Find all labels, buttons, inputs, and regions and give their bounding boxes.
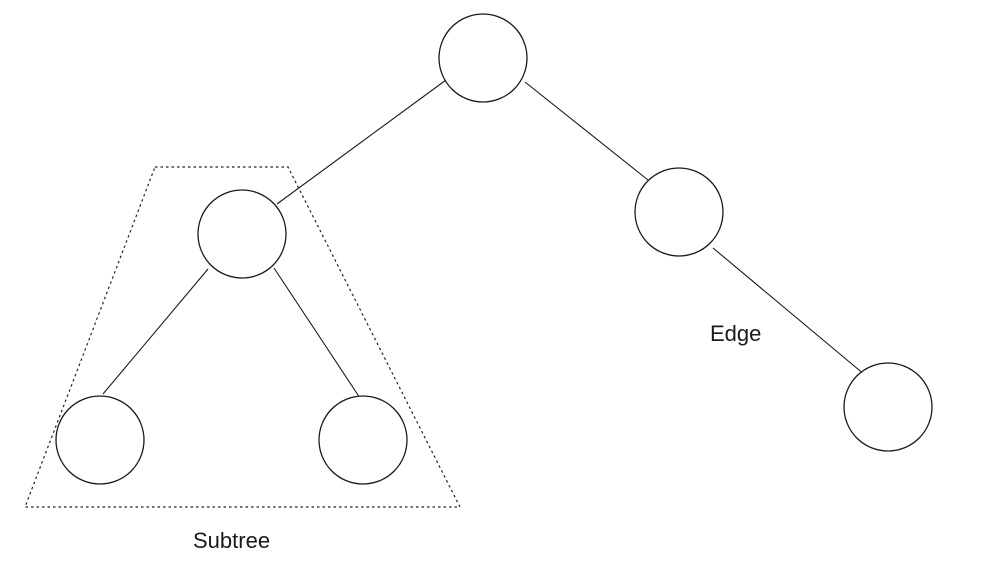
edge-label: Edge (710, 321, 761, 346)
edge-root-to-right-child (524, 81, 649, 181)
root-node (438, 13, 528, 103)
edge-left-child-to-left-leaf (102, 268, 209, 395)
subtree-label: Subtree (193, 528, 270, 553)
middle-leaf-node (318, 395, 408, 485)
left-child-node (197, 189, 287, 279)
right-leaf-node (843, 362, 933, 452)
right-child-node (634, 167, 724, 257)
subtree-outline (24, 166, 461, 508)
edge-root-to-left-child (276, 79, 447, 205)
edge-left-child-to-right-leaf (273, 267, 361, 399)
left-leaf-node (55, 395, 145, 485)
edge-right-child-to-right-leaf (712, 247, 866, 376)
